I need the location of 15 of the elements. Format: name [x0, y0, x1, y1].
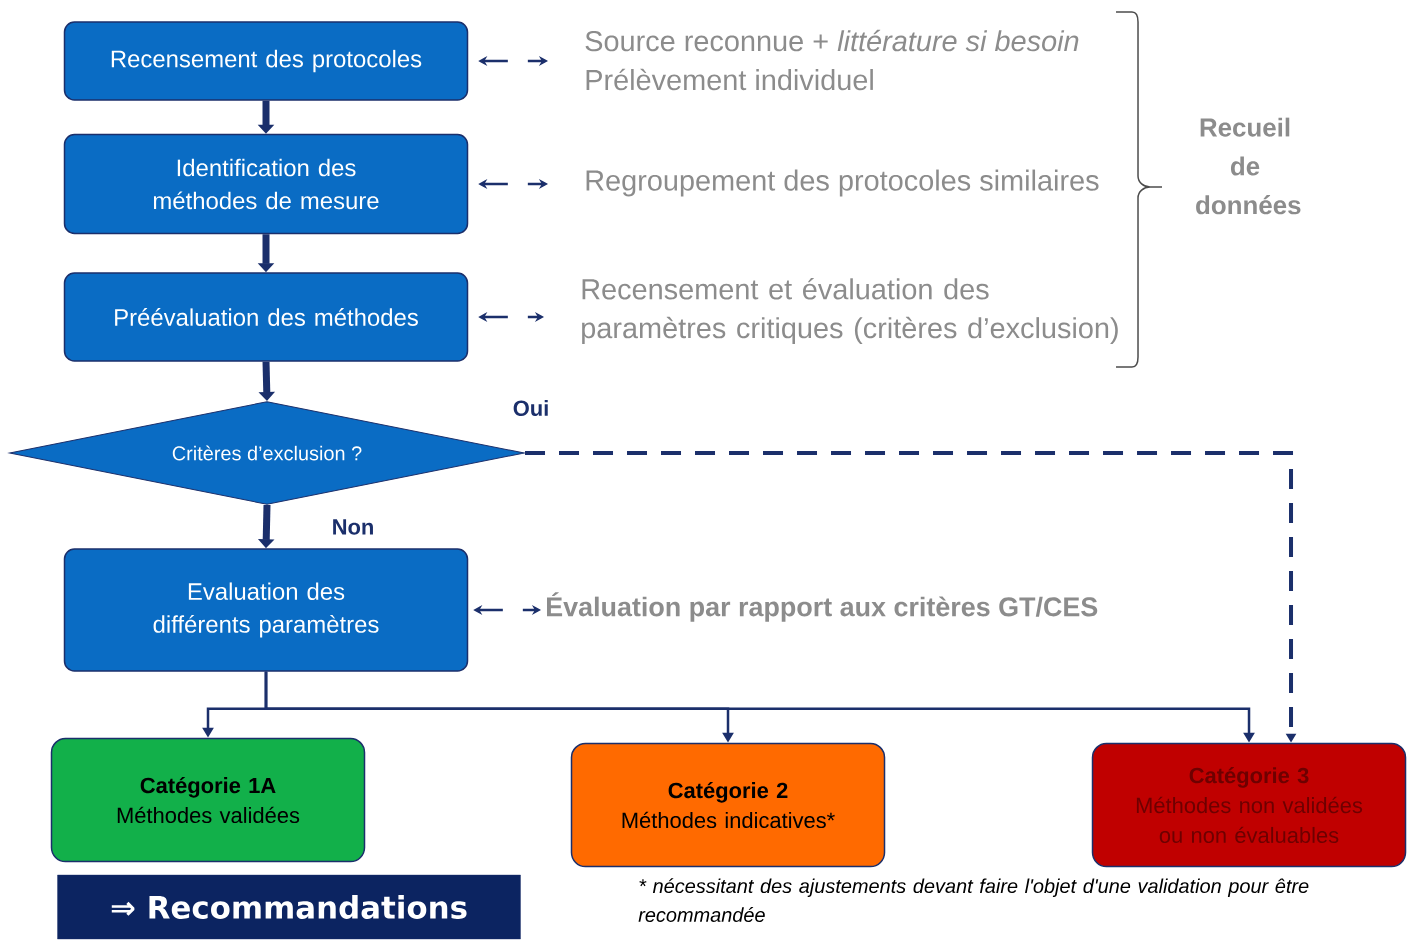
note-text: Source reconnue + littérature si besoin Prélèvement individuel — [585, 29, 1079, 91]
note-text: Recensement et évaluation des paramètres critiques (critères d’exclusion) — [582, 277, 1118, 345]
process-box: Préévaluation des méthodes — [63, 272, 469, 362]
footnote: * nécessitant des ajustements devant faire l'objet d'une validation pour être recommandée — [638, 878, 1309, 922]
category-box: Catégorie 2 Méthodes indicatives* — [570, 742, 886, 868]
process-box: Recensement des protocoles — [63, 21, 469, 101]
process-box: Identification des méthodes de mesure — [63, 133, 469, 235]
category-box: Catégorie 1A Méthodes validées — [50, 737, 366, 863]
note-text: Regroupement des protocoles similaires — [586, 169, 1099, 197]
group-label: Recueil de données — [1196, 117, 1301, 215]
note-text: Évaluation par rapport aux critères GT/CES — [547, 592, 1098, 622]
edge-label: Non — [333, 519, 373, 535]
process-box: Evaluation des différents paramètres — [63, 548, 469, 672]
category-box: Catégorie 3 Méthodes non validées ou non évaluables — [1091, 742, 1407, 868]
recommendation-banner: ⇒ Recommandations — [57, 874, 521, 940]
